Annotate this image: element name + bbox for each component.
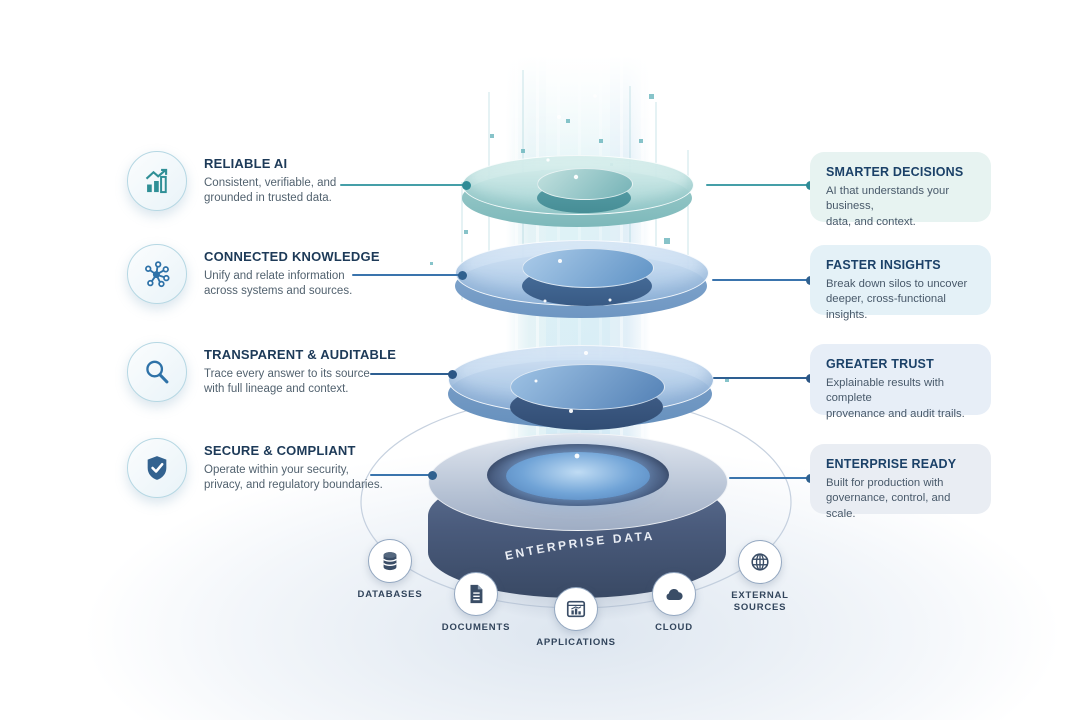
connector-dot xyxy=(462,180,471,190)
network-icon xyxy=(127,244,187,304)
card-title: FASTER INSIGHTS xyxy=(826,258,941,272)
magnifier-icon xyxy=(127,342,187,402)
feature-description-line: privacy, and regulatory boundaries. xyxy=(204,479,383,492)
feature-transparent-auditable: TRANSPARENT & AUDITABLE Trace every answ… xyxy=(127,342,457,402)
svg-text:ENTERPRISE DATA: ENTERPRISE DATA xyxy=(504,529,656,563)
connector-connected-knowledge xyxy=(352,270,467,280)
feature-description-line: Operate within your security, xyxy=(204,464,349,476)
card-title: SMARTER DECISIONS xyxy=(826,165,964,179)
globe-icon xyxy=(738,540,782,584)
connector-transparent-auditable xyxy=(370,369,457,379)
document-icon xyxy=(454,572,498,616)
connector-dot xyxy=(448,369,457,379)
feature-text: CONNECTED KNOWLEDGE Unify and relate inf… xyxy=(204,244,380,304)
feature-description-line: with full lineage and context. xyxy=(204,383,349,396)
applications-icon xyxy=(554,587,598,631)
source-applications: APPLICATIONS xyxy=(531,587,621,649)
disc2-hub-top xyxy=(522,248,654,288)
feature-description-line: grounded in trusted data. xyxy=(204,192,332,205)
card-description-line: provenance and audit trails. xyxy=(826,407,965,420)
feature-description-line: across systems and sources. xyxy=(204,285,353,298)
feature-title: TRANSPARENT & AUDITABLE xyxy=(204,347,397,362)
feature-title: SECURE & COMPLIANT xyxy=(204,443,356,458)
cloud-icon xyxy=(652,572,696,616)
feature-description-line: Trace every answer to its source xyxy=(204,368,370,380)
source-documents: DOCUMENTS xyxy=(431,572,521,634)
card-description-line: Built for production with xyxy=(826,477,944,489)
shield-check-icon xyxy=(127,438,187,498)
card-description-line: Break down silos to uncover xyxy=(826,278,968,290)
feature-description-line: Unify and relate information xyxy=(204,270,345,282)
feature-connected-knowledge: CONNECTED KNOWLEDGE Unify and relate inf… xyxy=(127,244,457,304)
disc1-hub-top xyxy=(537,168,633,200)
growth-chart-icon xyxy=(127,151,187,211)
feature-text: SECURE & COMPLIANT Operate within your s… xyxy=(204,438,383,498)
feature-reliable-ai: RELIABLE AI Consistent, verifiable, and … xyxy=(127,151,457,211)
card-smarter-decisions: SMARTER DECISIONS AI that understands yo… xyxy=(810,152,991,228)
connector-faster-insights xyxy=(712,275,815,285)
card-faster-insights: FASTER INSIGHTS Break down silos to unco… xyxy=(810,245,991,321)
connector-enterprise-ready xyxy=(729,473,815,483)
source-label: EXTERNAL SOURCES xyxy=(731,590,789,614)
database-icon xyxy=(368,539,412,583)
card-description-line: data, and context. xyxy=(826,215,916,228)
connector-dot xyxy=(458,270,467,280)
source-external-sources: EXTERNAL SOURCES xyxy=(715,540,805,615)
card-title: GREATER TRUST xyxy=(826,357,934,371)
source-label: APPLICATIONS xyxy=(536,637,616,648)
card-title: ENTERPRISE READY xyxy=(826,457,957,471)
connector-smarter-decisions xyxy=(706,180,815,190)
card-description-line: deeper, cross-functional insights. xyxy=(826,293,946,321)
card-greater-trust: GREATER TRUST Explainable results with c… xyxy=(810,344,991,420)
source-label: CLOUD xyxy=(655,622,693,633)
connector-reliable-ai xyxy=(340,180,471,190)
card-description-line: AI that understands your business, xyxy=(826,185,950,213)
feature-secure-compliant: SECURE & COMPLIANT Operate within your s… xyxy=(127,438,457,498)
source-cloud: CLOUD xyxy=(629,572,719,634)
enterprise-data-label: ENTERPRISE DATA xyxy=(504,529,653,563)
feature-description-line: Consistent, verifiable, and xyxy=(204,177,337,189)
source-label: DOCUMENTS xyxy=(441,622,511,633)
source-databases: DATABASES xyxy=(345,539,435,601)
connector-greater-trust xyxy=(713,373,815,383)
feature-title: CONNECTED KNOWLEDGE xyxy=(204,249,380,264)
feature-text: TRANSPARENT & AUDITABLE Trace every answ… xyxy=(204,342,396,402)
feature-text: RELIABLE AI Consistent, verifiable, and … xyxy=(204,151,336,211)
card-description-line: governance, control, and scale. xyxy=(826,492,951,520)
feature-title: RELIABLE AI xyxy=(204,156,288,171)
card-description-line: Explainable results with complete xyxy=(826,377,945,405)
source-label: DATABASES xyxy=(357,589,423,600)
card-enterprise-ready: ENTERPRISE READY Built for production wi… xyxy=(810,444,991,520)
disc3-hub-top xyxy=(510,364,665,410)
